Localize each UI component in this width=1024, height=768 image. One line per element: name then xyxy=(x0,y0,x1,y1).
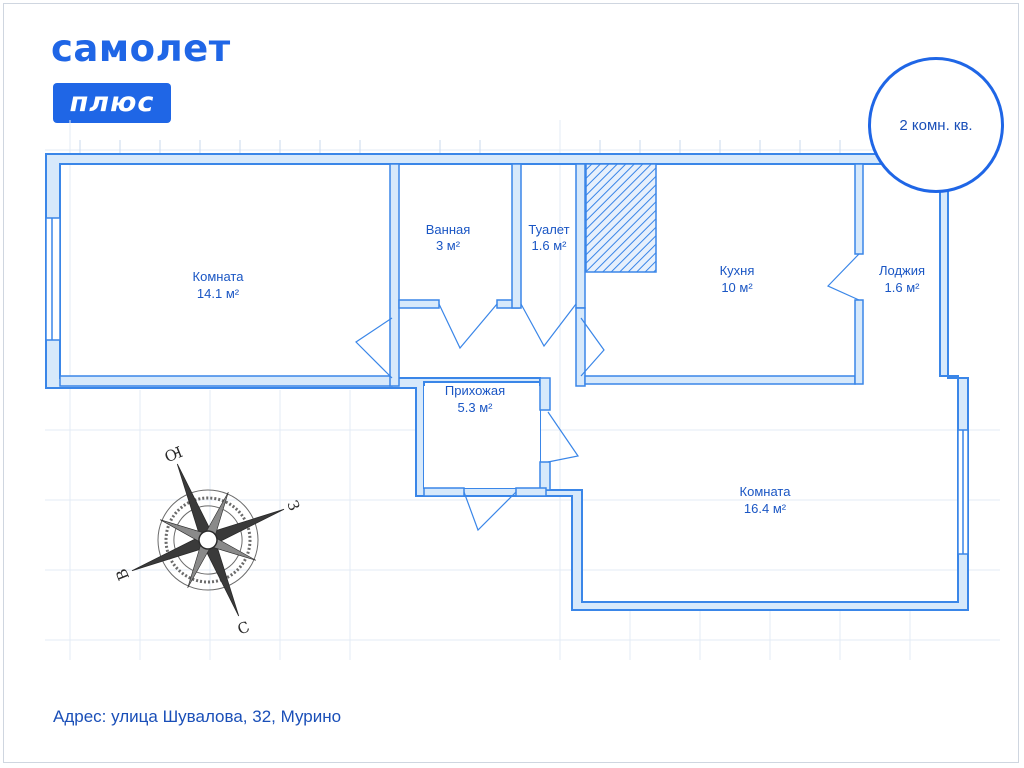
room-area-bathroom: 3 м² xyxy=(436,238,461,253)
windows xyxy=(45,217,969,555)
room-name-bathroom: Ванная xyxy=(426,222,471,237)
compass-label-top: Ю xyxy=(161,442,184,465)
compass-rose-icon: Ю З С В xyxy=(112,442,303,639)
room-name-hallway: Прихожая xyxy=(445,383,505,398)
room-area-hallway: 5.3 м² xyxy=(458,400,494,415)
brand-logo: самолет xyxy=(51,27,231,70)
inner-walls xyxy=(59,163,864,497)
room-name-loggia: Лоджия xyxy=(879,263,925,278)
room-area-loggia: 1.6 м² xyxy=(885,280,921,295)
room-name-kitchen: Кухня xyxy=(720,263,755,278)
ventilation-shaft xyxy=(585,163,657,273)
room-area-living-2: 16.4 м² xyxy=(744,501,787,516)
room-name-living-2: Комната xyxy=(740,484,792,499)
address-label: Адрес: улица Шувалова, 32, Мурино xyxy=(53,707,342,726)
room-area-kitchen: 10 м² xyxy=(721,280,753,295)
apartment-type-badge: 2 комн. кв. xyxy=(868,57,1004,193)
compass-label-left: В xyxy=(112,566,133,583)
room-name-toilet: Туалет xyxy=(528,222,569,237)
room-area-toilet: 1.6 м² xyxy=(532,238,568,253)
room-area-living-1: 14.1 м² xyxy=(197,286,240,301)
brand-badge: плюс xyxy=(53,83,171,123)
doors xyxy=(355,253,860,532)
apartment-type-label: 2 комн. кв. xyxy=(899,116,973,134)
compass-label-bottom: С xyxy=(235,618,252,639)
room-name-living-1: Комната xyxy=(193,269,245,284)
